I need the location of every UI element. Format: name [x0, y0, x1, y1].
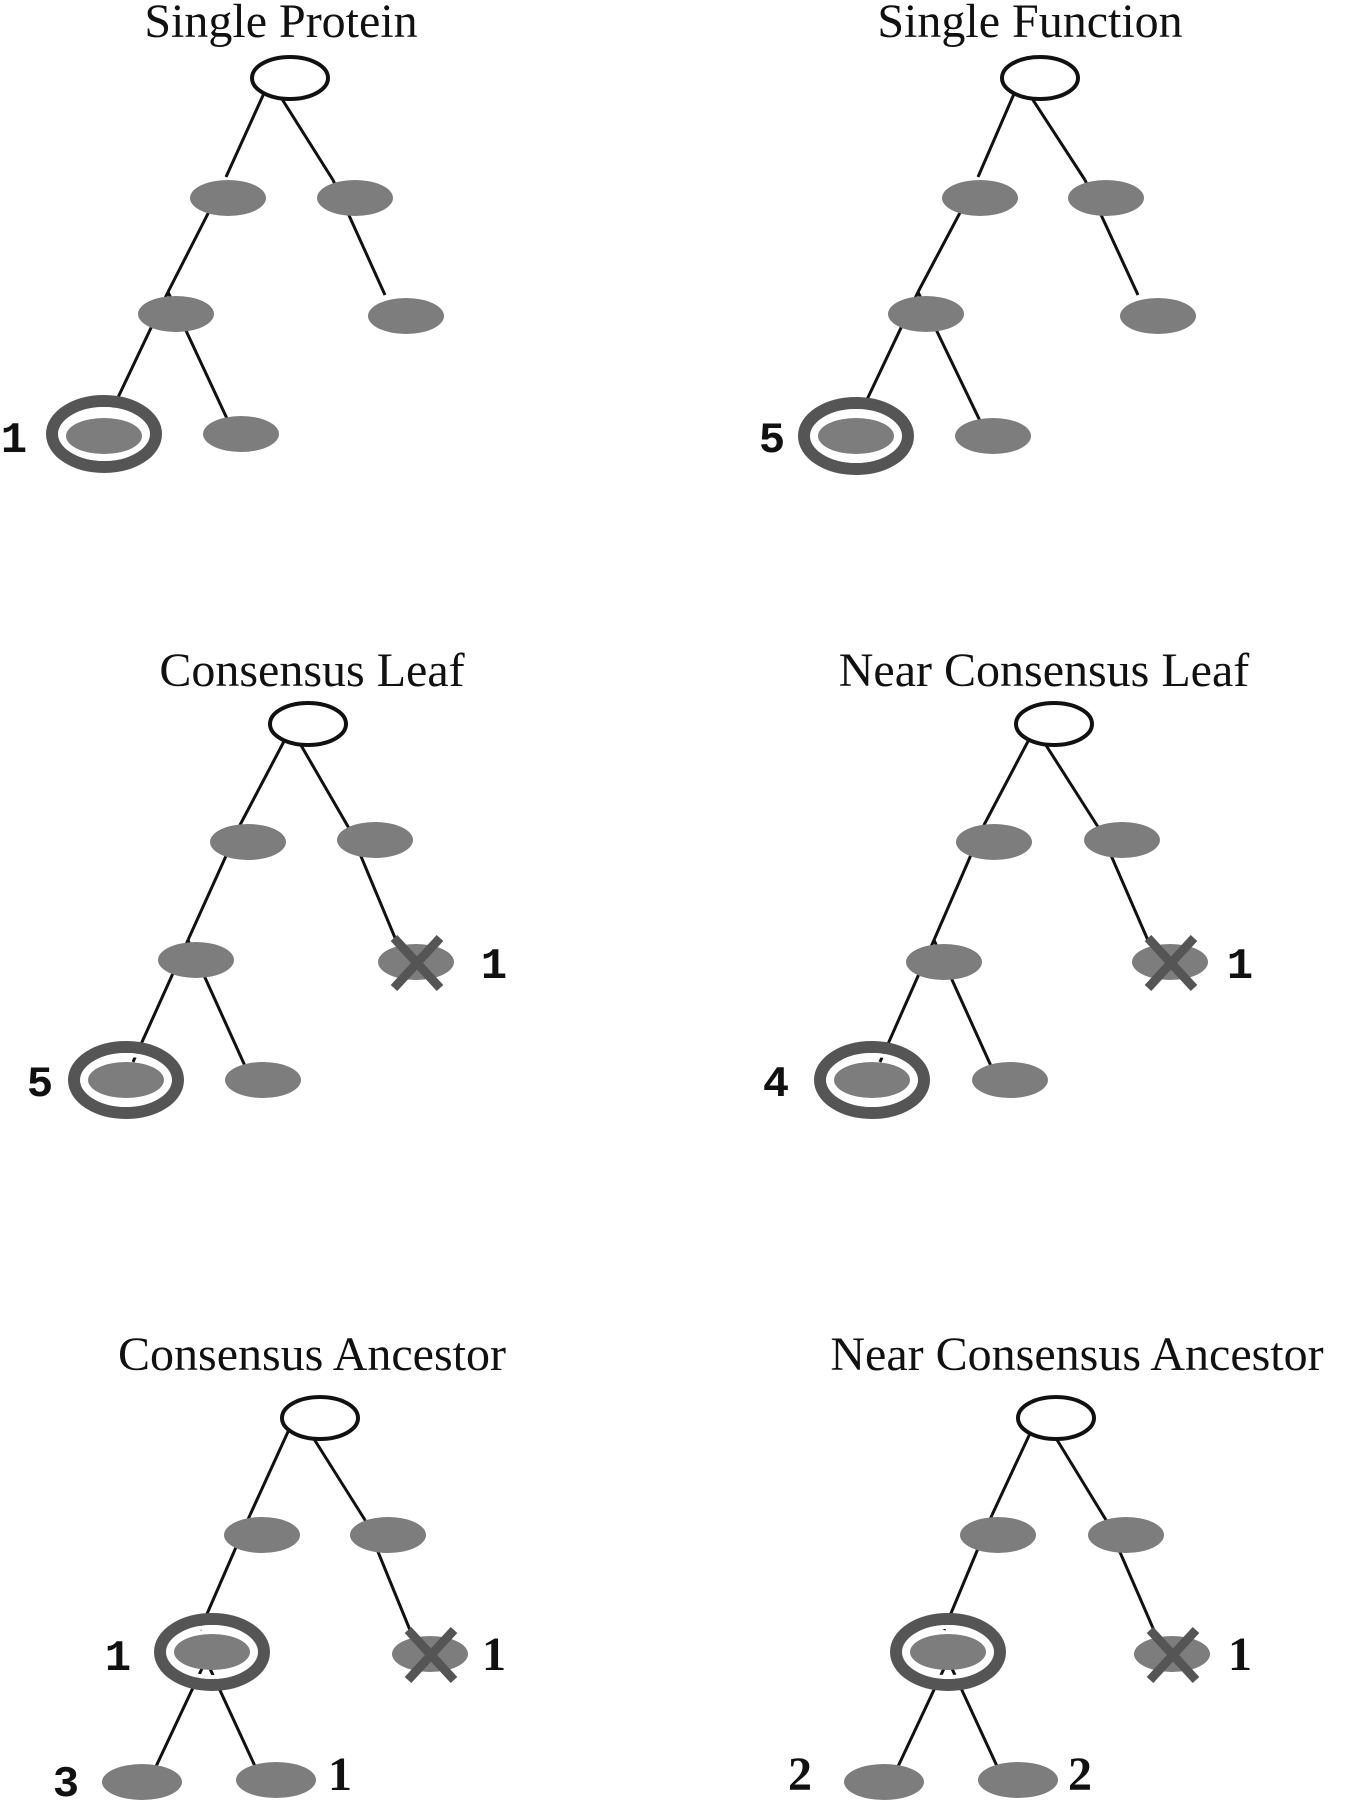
internal-node	[942, 180, 1018, 216]
count-label: 2	[788, 1748, 812, 1800]
internal-node	[337, 822, 413, 858]
annotated-ring	[154, 1613, 270, 1691]
panel-title: Consensus Ancestor	[118, 1328, 506, 1381]
annotated-ring-inner	[59, 407, 149, 461]
panel-near-consensus-leaf: Near Consensus Leaf 1 4	[763, 644, 1253, 1119]
leaf-node	[844, 1764, 924, 1800]
internal-node	[906, 944, 982, 980]
annotated-ring-inner	[167, 1625, 257, 1679]
tree-edges	[861, 79, 1140, 426]
tree-edges	[150, 1411, 414, 1791]
internal-node	[190, 180, 266, 216]
tree-edges	[878, 727, 1152, 1078]
panel-consensus-leaf: Consensus Leaf 1 5	[27, 644, 507, 1119]
count-label: 1	[481, 942, 507, 992]
leaf-node	[818, 418, 894, 454]
leaf-node	[236, 1762, 316, 1798]
tree-edges	[111, 79, 387, 426]
leaf-node	[225, 1062, 301, 1098]
count-label: 1	[1, 416, 27, 466]
internal-node	[174, 1634, 250, 1670]
panel-single-protein: Single Protein 1	[1, 0, 444, 473]
leaf-node	[1120, 298, 1196, 334]
panel-consensus-ancestor: Consensus Ancestor 1 1 3 1	[53, 1328, 506, 1800]
tree-edges	[131, 727, 400, 1078]
panel-near-consensus-ancestor: Near Consensus Ancestor 1 2 2	[788, 1328, 1324, 1800]
excluded-mark	[1146, 1626, 1200, 1684]
leaf-node	[203, 416, 279, 452]
root-node	[280, 1395, 360, 1441]
annotated-ring	[890, 1613, 1006, 1691]
excluded-mark	[404, 1626, 458, 1684]
count-label: 5	[759, 416, 785, 466]
panel-title: Single Protein	[144, 0, 417, 48]
annotated-ring-inner	[811, 409, 901, 463]
internal-node	[158, 942, 234, 978]
internal-node	[224, 1517, 300, 1553]
panel-title: Consensus Leaf	[159, 644, 464, 697]
leaf-node	[978, 1762, 1058, 1798]
internal-node	[888, 296, 964, 332]
internal-node	[210, 824, 286, 860]
leaf-node	[102, 1764, 182, 1800]
internal-node	[1068, 180, 1144, 216]
leaf-node	[834, 1062, 910, 1098]
panel-title: Single Function	[877, 0, 1182, 48]
internal-node	[960, 1517, 1036, 1553]
annotated-ring	[814, 1041, 930, 1119]
annotated-ring-inner	[903, 1625, 993, 1679]
excluded-mark	[390, 934, 444, 992]
count-label: 1	[1228, 1628, 1252, 1681]
internal-node	[956, 824, 1032, 860]
annotated-ring	[46, 395, 162, 473]
excluded-mark	[1144, 934, 1198, 992]
leaf-node	[972, 1062, 1048, 1098]
leaf-node	[88, 1062, 164, 1098]
root-node	[1014, 701, 1094, 747]
internal-node	[910, 1634, 986, 1670]
root-node	[250, 55, 330, 101]
root-node	[1016, 1395, 1096, 1441]
panel-title: Near Consensus Ancestor	[830, 1328, 1323, 1381]
count-label: 1	[482, 1628, 506, 1681]
annotated-ring	[798, 397, 914, 475]
panel-single-function: Single Function 5	[759, 0, 1196, 475]
leaf-node	[955, 418, 1031, 454]
annotated-ring-inner	[81, 1053, 171, 1107]
internal-node	[350, 1517, 426, 1553]
count-label: 1	[328, 1748, 352, 1800]
internal-node	[1084, 822, 1160, 858]
count-label: 5	[27, 1060, 53, 1110]
internal-node	[317, 180, 393, 216]
tree-edges	[892, 1411, 1158, 1791]
count-label: 4	[763, 1060, 789, 1110]
count-label: 1	[1227, 942, 1253, 992]
count-label: 3	[53, 1760, 79, 1800]
annotated-ring	[68, 1041, 184, 1119]
count-label: 1	[105, 1634, 131, 1684]
internal-node	[138, 296, 214, 332]
leaf-node	[66, 418, 142, 454]
count-label: 2	[1068, 1748, 1092, 1800]
panel-title: Near Consensus Leaf	[839, 644, 1250, 697]
internal-node	[1088, 1517, 1164, 1553]
annotated-ring-inner	[827, 1053, 917, 1107]
root-node	[268, 701, 348, 747]
leaf-node	[368, 298, 444, 334]
root-node	[1000, 55, 1080, 101]
